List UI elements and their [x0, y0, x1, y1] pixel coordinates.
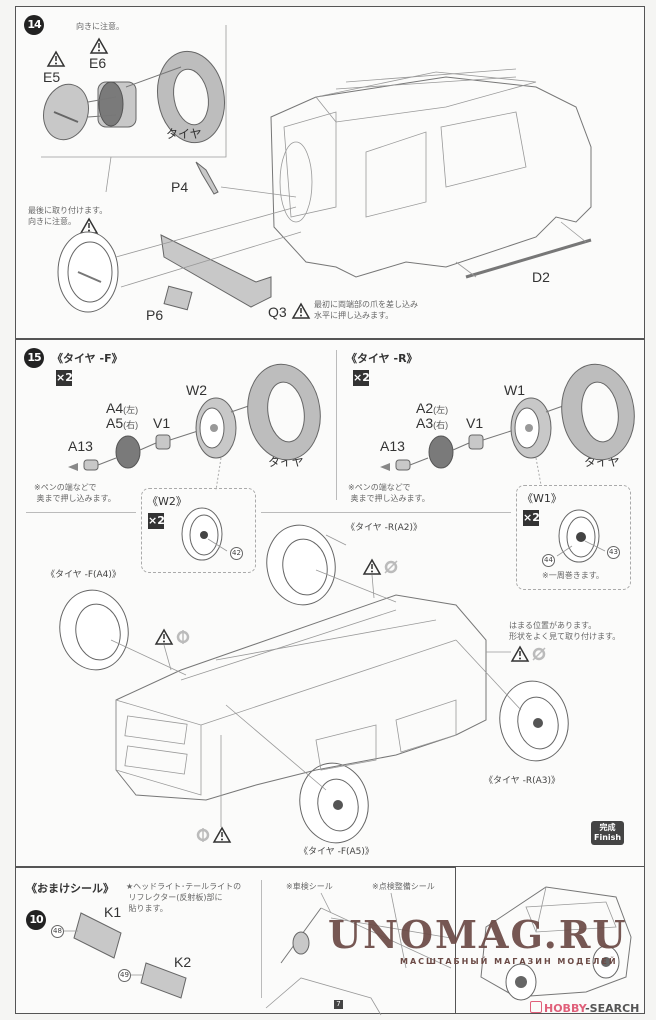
part-label-w1: W1 — [504, 382, 525, 398]
step-number-14: 14 — [24, 15, 44, 35]
w2-detail-box: 《W2》 ×2 42 — [141, 488, 256, 573]
part-label-tire: タイヤ — [166, 127, 202, 141]
windshield-sticker-illustration — [265, 892, 452, 1016]
w1-detail-box: 《W1》 ×2 43 44 ※一周巻きます。 — [516, 485, 631, 590]
callout-rear-right: 《タイヤ -R(A3)》 — [484, 776, 560, 786]
watermark-tagline: МАСШТАБНЫЙ МАГАЗИН МОДЕЛЕЙ — [400, 957, 618, 966]
part-label-d2: D2 — [532, 269, 550, 285]
rear-qty-badge: ×2 — [353, 370, 370, 386]
finished-vehicle-illustration — [480, 886, 632, 1001]
page-number: 7 — [334, 1000, 343, 1009]
warning-icon — [154, 628, 174, 645]
w2-wheel-illustration — [181, 507, 228, 561]
front-tire-title: 《タイヤ -F》 — [52, 352, 123, 365]
bonus-sticker-panel: 《おまけシール》 ★ヘッドライト･テールライトの リフレクター(反射板)部に 貼… — [15, 867, 456, 1016]
rotate-icon — [176, 630, 190, 644]
sticker-number-43: 43 — [607, 546, 620, 559]
vehicle-rear-illustration — [57, 68, 592, 313]
part-label-a2: A2(左) — [416, 400, 449, 416]
part-label-p4: P4 — [171, 179, 189, 195]
warning-icon — [89, 37, 109, 54]
part-label-a4: A4(左) — [106, 400, 139, 416]
step-number-15: 15 — [24, 348, 44, 368]
callout-rear-left: 《タイヤ -R(A2)》 — [346, 523, 422, 533]
w2-qty-badge: ×2 — [148, 513, 165, 529]
step-14-panel: 14 向きに注意。 E5 E6 タイヤ 最後に取り付けます。 向きに注意。 — [15, 6, 645, 339]
row-divider-left — [26, 512, 136, 513]
rotate-icon — [532, 647, 546, 661]
part-label-a5: A5(右) — [106, 415, 139, 431]
part-label-k1: K1 — [104, 904, 122, 920]
warning-icon — [212, 826, 232, 843]
orientation-note: 向きに注意。 — [76, 22, 124, 31]
sticker-number-42: 42 — [230, 547, 243, 560]
step-number-10: 10 — [26, 910, 46, 930]
part-label-w2: W2 — [186, 382, 207, 398]
front-wheel-exploded-illustration — [68, 363, 321, 491]
w2-detail-title: 《W2》 — [147, 495, 187, 508]
bonus-sticker-title: 《おまけシール》 — [26, 882, 114, 895]
sticker-number-44: 44 — [542, 554, 555, 567]
sticker-number-48: 48 — [51, 925, 64, 938]
watermark-logo: UNOMAG.RU — [328, 912, 628, 957]
callout-outline — [41, 25, 227, 193]
inspection-sticker-label: ※車検シール — [286, 882, 333, 891]
part-label-a3: A3(右) — [416, 415, 449, 431]
finished-vehicle-area — [456, 867, 645, 1014]
hobby-search-logo: HOBBY-SEARCH — [530, 1001, 639, 1015]
rotate-icon — [196, 828, 210, 842]
sticker-section-divider — [261, 880, 262, 998]
warning-icon — [510, 645, 530, 662]
front-push-note: ※ペンの端などで 奥まで押し込みます。 — [34, 483, 116, 503]
part-label-p6: P6 — [146, 307, 164, 323]
spare-tire-parts-illustration — [43, 50, 225, 144]
w1-detail-title: 《W1》 — [522, 492, 562, 505]
fit-note: はまる位置があります。 形状をよく見て取り付けます。 — [509, 621, 621, 641]
reflector-note: ★ヘッドライト･テールライトの リフレクター(反射板)部に 貼ります。 — [126, 882, 242, 913]
warning-icon — [291, 302, 311, 319]
w1-wheel-illustration — [556, 509, 606, 563]
row-divider-mid — [261, 512, 511, 513]
warning-icon — [46, 50, 66, 67]
warning-icon — [362, 558, 382, 575]
spare-note: 最後に取り付けます。 向きに注意。 — [28, 206, 108, 226]
chassis-wheel-assembly-illustration — [59, 524, 569, 844]
part-label-v1-front: V1 — [153, 415, 171, 431]
part-label-a13-front: A13 — [68, 438, 93, 454]
front-qty-badge: ×2 — [56, 370, 73, 386]
callout-front-right: 《タイヤ -F(A5)》 — [299, 847, 374, 857]
step-15-panel: 15 《タイヤ -F》 ×2 W2 A4(左) A5(右) V1 A13 タイヤ… — [15, 339, 645, 867]
part-label-e5: E5 — [43, 69, 61, 85]
brand-icon — [530, 1001, 542, 1013]
k-parts-illustration — [64, 912, 187, 999]
q3-note: 最初に両端部の爪を差し込み 水平に押し込みます。 — [314, 300, 418, 320]
rotate-icon — [384, 560, 398, 574]
part-label-v1-rear: V1 — [466, 415, 484, 431]
finish-badge: 完成 Finish — [591, 821, 625, 845]
callout-front-left: 《タイヤ -F(A4)》 — [46, 570, 121, 580]
sticker-number-49: 49 — [118, 969, 131, 982]
w1-wrap-note: ※一周巻きます。 — [542, 571, 604, 580]
rear-push-note: ※ペンの端などで 奥まで押し込みます。 — [348, 483, 430, 503]
w1-qty-badge: ×2 — [523, 510, 540, 526]
part-label-k2: K2 — [174, 954, 192, 970]
part-label-e6: E6 — [89, 55, 107, 71]
column-divider — [336, 350, 337, 500]
part-label-a13-rear: A13 — [380, 438, 405, 454]
part-label-q3: Q3 — [268, 304, 287, 320]
maintenance-sticker-label: ※点検整備シール — [372, 882, 435, 891]
rear-wheel-exploded-illustration — [380, 363, 635, 486]
rear-tire-title: 《タイヤ -R》 — [346, 352, 418, 365]
